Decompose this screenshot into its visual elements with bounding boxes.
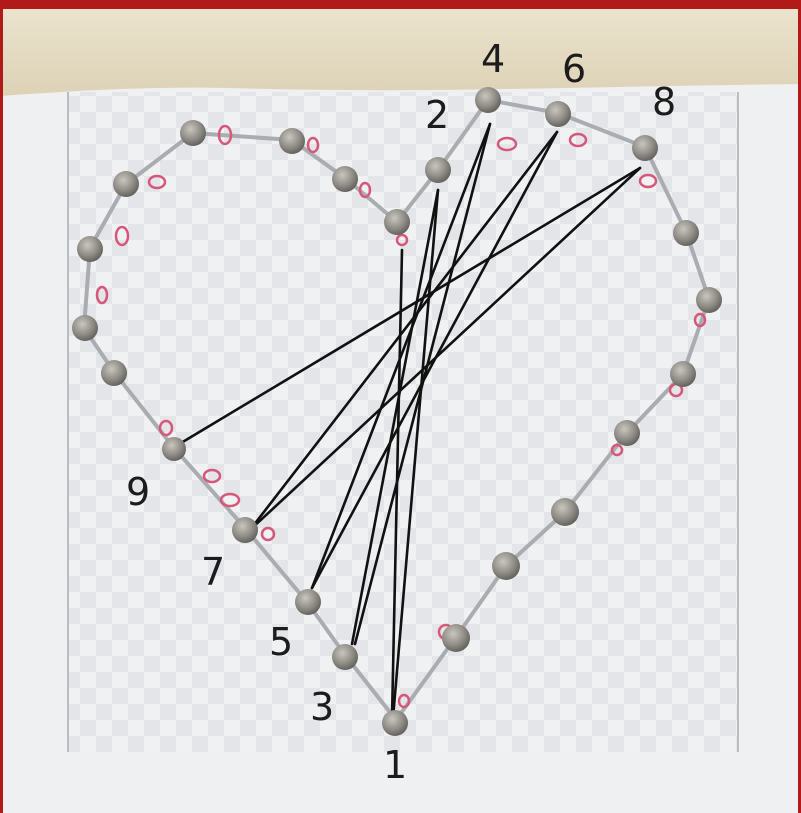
- nail-4: [475, 87, 501, 113]
- nail: [670, 361, 696, 387]
- label-2: 2: [425, 93, 449, 137]
- nail: [279, 128, 305, 154]
- nail-7: [232, 517, 258, 543]
- nail-9: [162, 437, 186, 461]
- label-9: 9: [126, 470, 150, 514]
- nail: [696, 287, 722, 313]
- nail: [442, 624, 470, 652]
- red-border-top: [0, 0, 801, 9]
- nail: [180, 120, 206, 146]
- nail: [492, 552, 520, 580]
- label-8: 8: [652, 80, 676, 124]
- label-1: 1: [383, 743, 407, 787]
- nail: [614, 420, 640, 446]
- nail: [77, 236, 103, 262]
- label-7: 7: [201, 550, 225, 594]
- nail-5: [295, 589, 321, 615]
- nail-2: [425, 157, 451, 183]
- label-5: 5: [269, 620, 293, 664]
- nail: [332, 166, 358, 192]
- nail: [72, 315, 98, 341]
- nail: [551, 498, 579, 526]
- nail: [101, 360, 127, 386]
- label-4: 4: [481, 37, 505, 81]
- nail-6: [545, 101, 571, 127]
- label-3: 3: [310, 685, 334, 729]
- nail: [384, 209, 410, 235]
- nail-8: [632, 135, 658, 161]
- red-border-left: [0, 0, 3, 813]
- masking-tape: [0, 8, 801, 96]
- nail: [113, 171, 139, 197]
- label-6: 6: [562, 47, 586, 91]
- nail: [673, 220, 699, 246]
- nail-1: [382, 710, 408, 736]
- nail-3: [332, 644, 358, 670]
